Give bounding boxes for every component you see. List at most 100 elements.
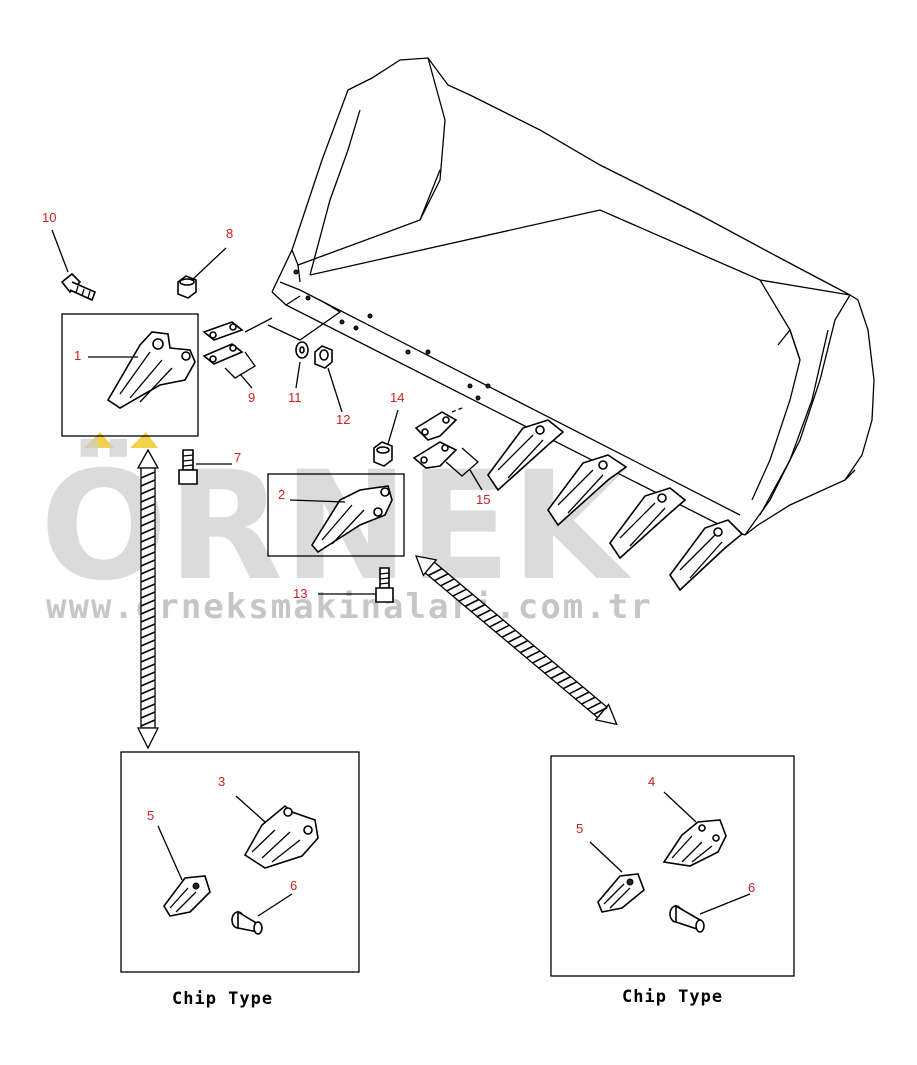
arrow-hatch <box>140 519 156 527</box>
arrow-hatch <box>519 645 535 654</box>
nut-12 <box>314 345 333 369</box>
plates-9 <box>202 321 256 379</box>
arrow-hatch <box>140 559 156 567</box>
tooth-b <box>547 454 628 527</box>
arrow-hatch <box>140 719 156 727</box>
arrow-hatch <box>140 687 156 695</box>
arrow-hatch <box>140 695 156 703</box>
nut-14 <box>373 441 393 467</box>
pin-6-right <box>669 904 705 933</box>
bolt-10 <box>60 272 97 302</box>
arrow-hatch <box>513 639 529 649</box>
arrow-hatch <box>140 671 156 679</box>
arrow-hatch <box>140 663 156 671</box>
callout-6-right: 6 <box>748 880 755 895</box>
arrow-hatch <box>568 686 584 695</box>
callout-2: 2 <box>278 487 285 502</box>
arrow-hatch <box>140 591 156 599</box>
arrow-hatch <box>507 634 522 644</box>
watermark-url: www.orneksmakinalari.com.tr <box>46 587 653 627</box>
arrow-hatch <box>140 503 156 511</box>
callouts: 10 8 1 9 11 12 14 15 7 2 13 3 5 6 4 5 6 <box>42 210 755 895</box>
callout-14: 14 <box>390 390 404 405</box>
arrow-hatch <box>140 647 156 655</box>
caption-chip-type-right: Chip Type <box>622 987 723 1007</box>
arrow-hatch <box>140 535 156 543</box>
washer-11 <box>295 341 309 359</box>
arrow-hatch <box>140 703 156 711</box>
arrow-hatch <box>587 701 602 710</box>
tooth-c <box>609 487 687 560</box>
pin-6-left <box>231 910 263 935</box>
arrow-hatch <box>140 599 156 607</box>
arrow-hatch <box>140 527 156 535</box>
arrow-hatch <box>446 583 461 592</box>
arrow-hatch <box>532 655 547 664</box>
detail-box-chip-right <box>550 755 795 977</box>
arrow-hatch <box>526 650 541 659</box>
arrow-hatch <box>489 619 504 628</box>
adapter-3 <box>243 804 319 869</box>
arrow-hatch <box>140 495 156 503</box>
arrow-hatch <box>562 681 578 690</box>
nut-8 <box>177 275 197 299</box>
detail-box-1 <box>61 313 199 437</box>
callout-5-right: 5 <box>576 821 583 836</box>
callout-10: 10 <box>42 210 56 225</box>
arrow-hatch <box>575 691 590 700</box>
arrow-hatch <box>140 479 156 487</box>
callout-15: 15 <box>476 492 490 507</box>
arrow-hatch <box>140 471 156 479</box>
bucket <box>244 57 875 536</box>
arrow-hatch <box>140 711 156 719</box>
callout-4: 4 <box>648 774 655 789</box>
callout-6-left: 6 <box>290 878 297 893</box>
arrow-hatch <box>434 573 449 582</box>
detail-box-2 <box>267 473 405 557</box>
arrow-hatch <box>140 567 156 575</box>
tooth-a <box>487 419 565 492</box>
arrow-hatch <box>458 593 473 602</box>
leader-lines <box>51 229 751 917</box>
arrow-left <box>136 448 160 750</box>
arrow-hatch <box>477 609 492 618</box>
arrow-hatch <box>550 670 565 680</box>
callout-12: 12 <box>336 412 350 427</box>
adapter-4 <box>662 819 727 867</box>
arrow-hatch <box>140 631 156 639</box>
arrow-hatch <box>538 660 553 669</box>
caption-chip-type-left: Chip Type <box>172 989 273 1009</box>
tooth-d <box>669 519 744 592</box>
callout-3: 3 <box>218 774 225 789</box>
arrow-hatch <box>544 665 559 674</box>
arrow-hatch <box>483 614 498 623</box>
arrow-hatch <box>140 543 156 551</box>
arrow-hatch <box>440 578 455 587</box>
bolt-7 <box>178 449 198 485</box>
arrow-hatch <box>495 624 510 633</box>
arrow-hatch <box>427 567 443 577</box>
arrow-hatch <box>470 603 486 613</box>
arrow-hatch <box>140 575 156 583</box>
arrow-right <box>414 555 618 726</box>
plates-15 <box>412 407 479 477</box>
watermark-accent-right <box>130 432 158 448</box>
detail-box-chip-left <box>120 751 360 973</box>
callout-9: 9 <box>248 390 255 405</box>
bolt-13 <box>375 567 394 603</box>
arrow-hatch <box>140 583 156 591</box>
arrow-hatch <box>556 675 572 685</box>
tooth-5-left <box>163 875 211 917</box>
arrow-hatch <box>140 607 156 615</box>
callout-7: 7 <box>234 450 241 465</box>
arrow-hatch <box>501 629 516 638</box>
arrow-hatch <box>581 696 596 705</box>
arrow-hatch <box>140 655 156 663</box>
callout-1: 1 <box>74 348 81 363</box>
arrow-hatch <box>140 679 156 687</box>
arrow-hatch <box>140 551 156 559</box>
callout-13: 13 <box>293 586 307 601</box>
arrow-hatch <box>593 706 608 716</box>
mounted-teeth <box>487 419 744 592</box>
